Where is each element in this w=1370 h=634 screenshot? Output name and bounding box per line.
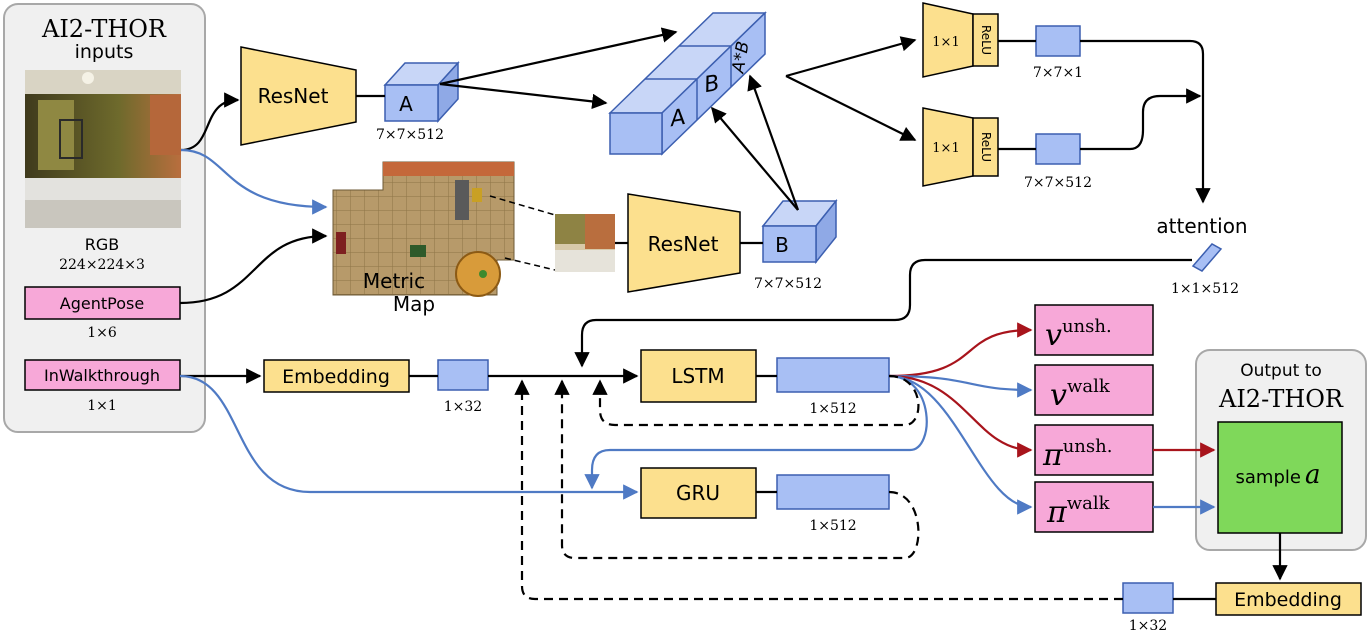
gru-box xyxy=(640,467,757,519)
agentpose-label: AgentPose xyxy=(60,294,144,313)
branch-top-tensor xyxy=(1035,25,1081,57)
head-pi-walk: πwalk xyxy=(1034,481,1154,533)
lstm-box xyxy=(640,349,757,403)
embedding-right-label: Embedding xyxy=(1234,589,1342,611)
head-pi-walk-sup: walk xyxy=(1067,493,1111,514)
embedding-left-dims: 1×32 xyxy=(444,399,482,415)
egocentric-crop xyxy=(555,214,615,272)
branch-top-conv-label: 1×1 xyxy=(932,35,959,50)
inputs-panel: AI2-THOR inputs RGB 224×224×3 AgentPose … xyxy=(3,3,206,433)
inwalkthrough-label: InWalkthrough xyxy=(44,366,160,385)
output-title-line2: AI2-THOR xyxy=(1218,385,1344,413)
embedding-right-tensor xyxy=(1122,582,1174,614)
tensor-a-letter: A xyxy=(399,92,413,116)
resnet-top-label: ResNet xyxy=(258,84,329,108)
branch-bottom-relu: ReLU xyxy=(972,117,999,177)
sample-text: sample xyxy=(1236,467,1301,488)
sample-var: a xyxy=(1305,460,1321,490)
tensor-a-dims: 7×7×512 xyxy=(376,127,444,143)
head-v-unsh-base: v xyxy=(1045,318,1062,353)
tensor-b-dims: 7×7×512 xyxy=(754,276,822,292)
head-v-unsh: vunsh. xyxy=(1034,304,1154,356)
rgb-dims: 224×224×3 xyxy=(59,257,145,273)
agentpose-dims: 1×6 xyxy=(87,325,117,341)
head-v-walk-sup: walk xyxy=(1067,376,1111,397)
head-pi-unsh-base: π xyxy=(1042,438,1064,473)
branch-bottom-dims: 7×7×512 xyxy=(1024,175,1092,191)
resnet-top: ResNet xyxy=(240,46,357,146)
output-title-line1: Output to xyxy=(1240,361,1322,381)
head-v-walk: vwalk xyxy=(1034,364,1154,416)
head-pi-walk-base: π xyxy=(1046,495,1068,530)
tensor-a: A xyxy=(383,61,460,123)
embedding-left-tensor xyxy=(437,359,489,391)
concat-tensor: A B A*B xyxy=(608,11,767,156)
embedding-right-box xyxy=(1215,582,1362,616)
branch-top-dims: 7×7×1 xyxy=(1033,65,1083,81)
branch-top-conv: 1×1 xyxy=(922,2,974,78)
inwalkthrough-dims: 1×1 xyxy=(87,398,117,414)
gru-dims: 1×512 xyxy=(809,518,856,534)
inputs-title-line1: AI2-THOR xyxy=(41,15,167,43)
svg-text:vunsh.: vunsh. xyxy=(1045,316,1112,353)
lstm-dims: 1×512 xyxy=(809,401,856,417)
head-pi-unsh-sup: unsh. xyxy=(1063,436,1113,457)
rgb-image xyxy=(25,70,181,228)
tensor-b: B xyxy=(761,198,838,265)
branch-bottom-tensor xyxy=(1035,133,1081,165)
svg-text:vwalk: vwalk xyxy=(1050,376,1111,413)
gru-label: GRU xyxy=(676,481,720,505)
rgb-label: RGB xyxy=(85,235,120,254)
lstm-state-tensor xyxy=(776,357,890,393)
branch-bottom-conv-label: 1×1 xyxy=(932,141,959,156)
metric-map-label-2: Map xyxy=(393,292,435,316)
branch-top-relu-label: ReLU xyxy=(979,25,993,55)
attention-label: attention xyxy=(1156,214,1247,238)
branch-bottom-relu-label: ReLU xyxy=(979,132,993,162)
svg-text:πwalk: πwalk xyxy=(1046,493,1111,530)
gru-state-tensor xyxy=(776,474,890,510)
head-v-walk-base: v xyxy=(1050,378,1067,413)
head-v-unsh-sup: unsh. xyxy=(1062,316,1112,337)
branch-top-relu: ReLU xyxy=(972,13,999,67)
metric-map-label-1: Metric xyxy=(363,269,425,293)
embedding-right-dims: 1×32 xyxy=(1129,618,1167,634)
inputs-title-line2: inputs xyxy=(75,41,134,63)
resnet-bottom-label: ResNet xyxy=(648,232,719,256)
concat-label-ab: A*B xyxy=(728,40,753,76)
connectors xyxy=(179,27,1288,601)
concat-label-b: B xyxy=(702,71,721,98)
attention-vector xyxy=(1191,243,1223,272)
attention-dims: 1×1×512 xyxy=(1171,281,1239,297)
svg-text:πunsh.: πunsh. xyxy=(1042,436,1112,473)
metric-map-image xyxy=(332,161,515,297)
tensor-b-letter: B xyxy=(775,233,789,257)
resnet-bottom: ResNet xyxy=(627,193,741,293)
lstm-label: LSTM xyxy=(671,364,724,388)
head-pi-unsh: πunsh. xyxy=(1034,424,1154,476)
embedding-left-label: Embedding xyxy=(282,366,390,388)
branch-bottom-conv: 1×1 xyxy=(922,107,974,187)
recurrent-loops xyxy=(514,374,1123,601)
concat-label-a: A xyxy=(666,105,687,133)
